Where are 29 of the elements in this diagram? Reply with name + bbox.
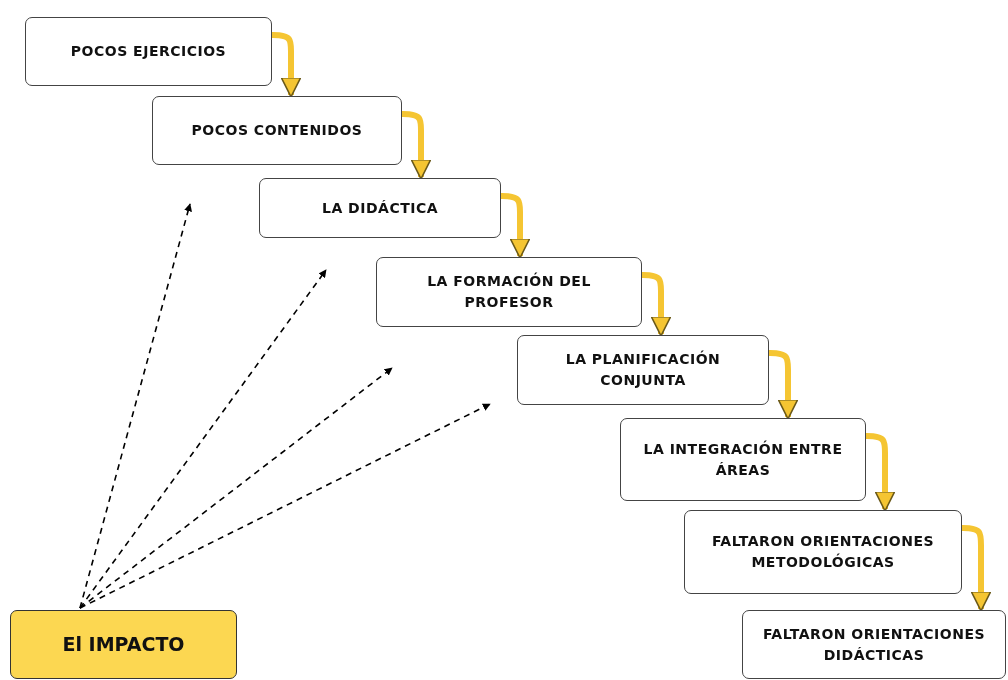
process-box [259,178,501,238]
process-box [517,335,769,405]
highlight-box [10,610,237,679]
process-box [25,17,272,86]
curved-arrow [960,525,992,612]
curved-arrow [864,433,896,512]
process-box [620,418,866,501]
process-box [742,610,1006,679]
box-label: FALTARON ORIENTACIONES METODOLÓGICAS [710,532,936,572]
box-label: El IMPACTO [62,634,185,655]
process-box [152,96,402,165]
dashed-arrow [79,203,192,609]
box-label: LA DIDÁCTICA [321,198,439,218]
box-label: LA FORMACIÓN DEL PROFESOR [426,271,592,312]
curved-arrow [640,272,672,337]
curved-arrow [270,32,302,98]
curved-arrow [767,350,799,420]
dashed-arrow [79,403,491,609]
dashed-arrow [79,367,393,609]
box-label: LA INTEGRACIÓN ENTRE ÁREAS [642,439,844,480]
process-box [684,510,962,594]
box-label: POCOS EJERCICIOS [70,42,227,61]
process-box [376,257,642,327]
box-label: FALTARON ORIENTACIONES DIDÁCTICAS [761,624,987,665]
curved-arrow [400,111,432,180]
curved-arrow [499,193,531,259]
dashed-arrow [79,269,327,609]
box-label: LA PLANIFICACIÓN CONJUNTA [564,349,722,390]
box-label: POCOS CONTENIDOS [191,121,363,140]
